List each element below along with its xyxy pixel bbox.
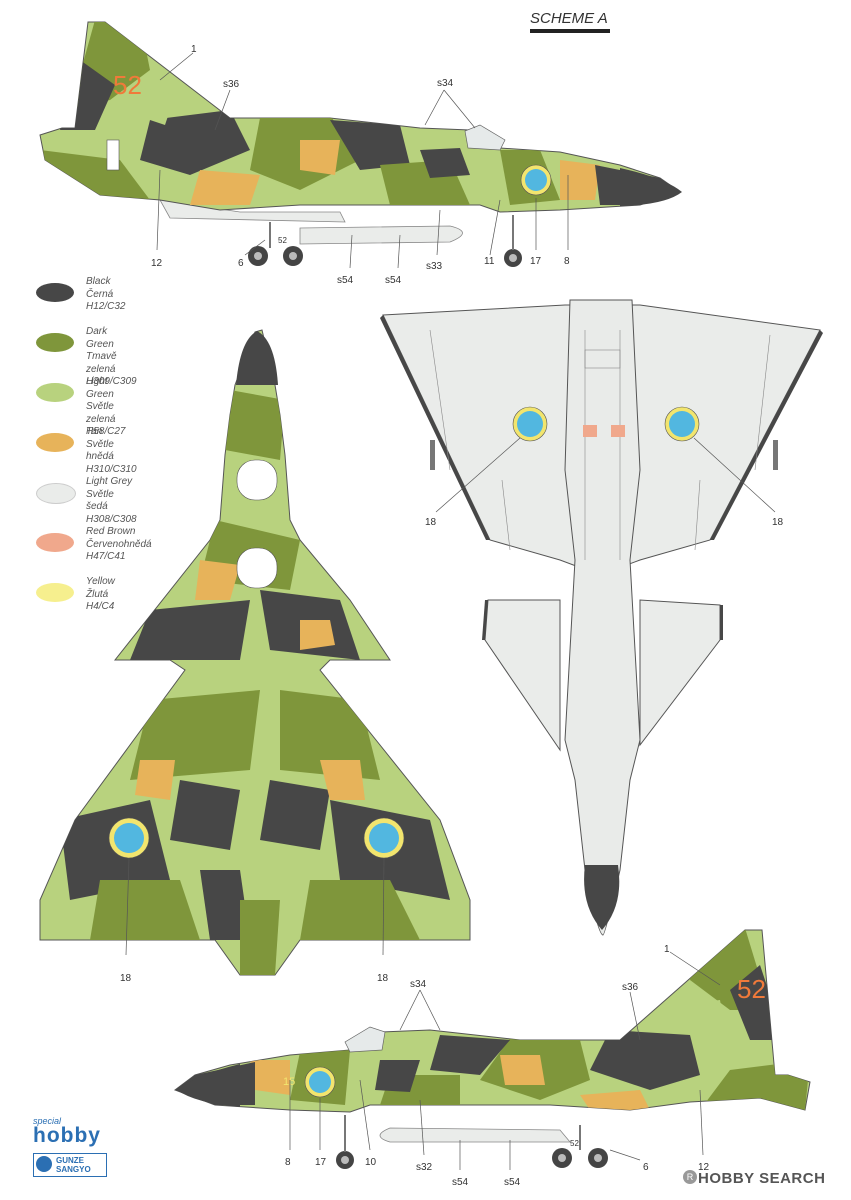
black-swatch [36, 283, 74, 302]
callout-11-top: 11 [484, 256, 495, 267]
callout-s54a-top: s54 [337, 275, 354, 286]
callout-s54b-top: s54 [385, 275, 402, 286]
legend-name: Red Brown [86, 526, 136, 537]
callout-18a-top-view: 18 [120, 973, 132, 984]
side-view-bottom [173, 929, 811, 1169]
legend-codes: H308/C308 [86, 513, 137, 525]
legend-name: Tan [86, 426, 103, 437]
tail-code-top: 52 [113, 70, 142, 100]
light-grey-swatch [36, 483, 76, 504]
legend-name: Dark Green [86, 326, 114, 350]
scheme-title: SCHEME A [530, 10, 608, 27]
legend-codes: H58/C27 [86, 426, 126, 437]
yellow-swatch [36, 583, 74, 602]
legend-czech: Žlutá [86, 588, 109, 600]
legend-name: Light Grey [86, 476, 133, 487]
callout-8-bottom: 8 [285, 1157, 291, 1168]
hobbysearch-mark-icon: R [683, 1170, 697, 1184]
callout-17-bottom: 17 [315, 1157, 327, 1168]
legend-czech: Tmavě zelená [86, 351, 117, 375]
light-green-swatch [36, 383, 74, 402]
callout-s34-bottom: s34 [410, 979, 427, 990]
callout-s54a-bottom: s54 [452, 1177, 469, 1188]
legend-codes: H309/C309 [86, 376, 137, 387]
nose-code-bottom: 15 [283, 1076, 295, 1088]
legend-codes: H12/C32 [86, 301, 126, 312]
legend-czech: Červenohnědá [86, 538, 152, 550]
legend-codes: H4/C4 [86, 601, 115, 612]
callout-17-top: 17 [530, 256, 542, 267]
side-view-top [39, 21, 682, 267]
gunze-line2: SANGYO [56, 1165, 91, 1174]
callout-12-bottom: 12 [698, 1162, 710, 1173]
gunze-line1: GUNZE [56, 1156, 84, 1165]
bottom-view [380, 299, 823, 936]
callout-6-top: 6 [238, 258, 244, 269]
callout-8-top: 8 [564, 256, 570, 267]
gunze-emblem-icon [36, 1156, 52, 1172]
hobbysearch-watermark: HOBBY SEARCH [698, 1170, 826, 1187]
callout-s54b-bottom: s54 [504, 1177, 521, 1188]
legend-czech: Černá [86, 288, 114, 300]
gear-code-top: 52 [278, 236, 287, 245]
callout-1-top: 1 [191, 44, 197, 55]
tail-code-bottom: 52 [737, 974, 766, 1004]
callout-18b-bottom-view: 18 [772, 517, 784, 528]
legend-codes: H47/C41 [86, 551, 126, 562]
legend-name: Light Green [86, 376, 114, 400]
legend-codes: H310/C310 [86, 463, 137, 475]
gear-code-bottom: 52 [570, 1139, 579, 1148]
legend-name: Black [86, 276, 111, 287]
gunze-sangyo-logo: GUNZE SANGYO [33, 1153, 107, 1177]
callout-s34-top: s34 [437, 78, 454, 89]
callout-18b-top-view: 18 [377, 973, 389, 984]
legend-czech: Světle šedá [86, 488, 114, 513]
callout-10-bottom: 10 [365, 1157, 377, 1168]
top-view [39, 329, 471, 976]
special-hobby-logo: hobby [33, 1124, 101, 1147]
scheme-underline [530, 29, 610, 33]
callout-s36-top: s36 [223, 79, 240, 90]
callout-1-bottom: 1 [664, 944, 670, 955]
callout-6-bottom: 6 [643, 1162, 649, 1173]
callout-12-top: 12 [151, 258, 163, 269]
red-brown-swatch [36, 533, 74, 552]
special-hobby-logo-small: special [33, 1116, 62, 1126]
callout-s33-top: s33 [426, 261, 443, 272]
dark-green-swatch [36, 333, 74, 352]
tan-swatch [36, 433, 74, 452]
legend-czech: Světle hnědá [86, 438, 114, 463]
callout-s36-bottom: s36 [622, 982, 639, 993]
callout-18a-bottom-view: 18 [425, 517, 437, 528]
legend-czech: Světle zelená [86, 401, 116, 425]
callout-s32-bottom: s32 [416, 1162, 433, 1173]
legend-name: Yellow [86, 576, 115, 587]
